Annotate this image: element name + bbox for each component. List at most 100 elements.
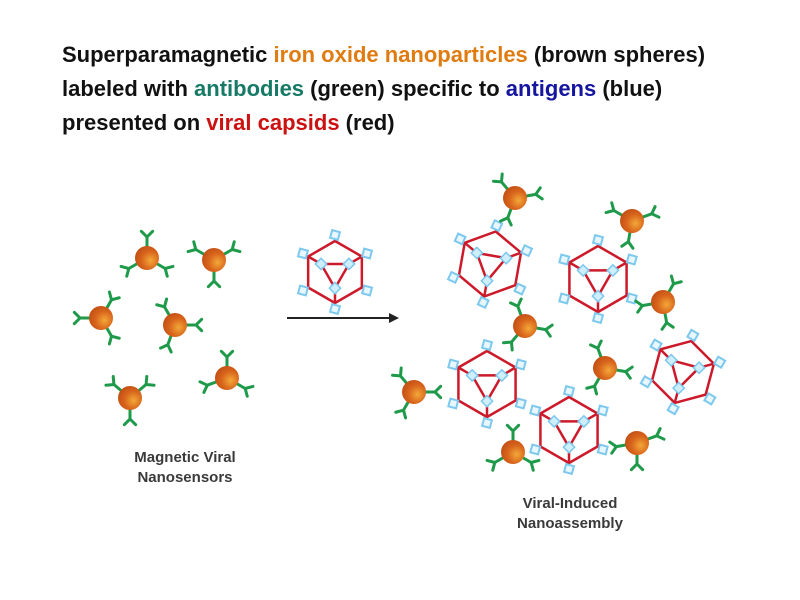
magnetic-nanoparticle <box>72 290 121 346</box>
antigen <box>562 440 576 454</box>
slide-title: Superparamagnetic iron oxide nanoparticl… <box>62 38 762 140</box>
label-viral-induced-nanoassembly: Viral-Induced Nanoassembly <box>470 494 670 534</box>
antibody-arm <box>111 375 116 387</box>
magnetic-nanoparticle <box>485 423 541 472</box>
title-text: (brown spheres) labeled with <box>62 42 706 101</box>
antigen <box>480 338 494 352</box>
capsid-inner-face <box>475 251 508 283</box>
antigen <box>562 384 576 398</box>
antigen <box>671 381 686 395</box>
antigen <box>596 404 609 417</box>
iron-oxide-sphere <box>135 246 159 270</box>
antibody-arm <box>198 380 209 387</box>
antigen <box>591 233 605 247</box>
antibody-arm <box>144 383 156 387</box>
antigen <box>625 292 638 305</box>
magnetic-nanoparticle <box>104 375 156 427</box>
label-line: Viral-Induced <box>522 495 618 512</box>
antigen <box>296 284 310 297</box>
antigen <box>328 281 342 295</box>
antigen <box>360 284 374 297</box>
magnetic-nanoparticle <box>604 201 661 250</box>
nanoparticles-layer <box>72 172 683 472</box>
capsid-inner-face <box>319 262 351 290</box>
antibody-arm <box>516 297 523 308</box>
label-line: Nanosensors <box>137 469 233 486</box>
antibody-arm <box>485 458 497 464</box>
antibody-arm <box>192 240 198 251</box>
antibody-arm <box>624 370 632 380</box>
antibody-arm <box>500 172 504 184</box>
magnetic-nanoparticle <box>391 366 443 420</box>
antigen <box>480 394 494 408</box>
antibody-arm <box>629 462 639 472</box>
title-highlight-viral-capsids: viral capsids <box>206 110 340 135</box>
antigen <box>703 392 717 406</box>
iron-oxide-sphere <box>651 290 675 314</box>
antibody-arm <box>119 264 131 270</box>
iron-oxide-sphere <box>402 380 426 404</box>
antigen <box>666 401 680 416</box>
capsid-inner-face <box>470 374 504 403</box>
iron-oxide-sphere <box>202 248 226 272</box>
antibody-arm <box>225 349 235 359</box>
antigen <box>596 443 609 456</box>
antigen <box>558 253 571 266</box>
antibody-arm <box>122 417 132 427</box>
title-text: Superparamagnetic <box>62 42 274 67</box>
antigen <box>476 295 490 310</box>
antigen <box>513 282 527 296</box>
antibody-arm <box>650 212 661 219</box>
magnetic-nanoparticle <box>119 229 175 278</box>
iron-oxide-sphere <box>625 431 649 455</box>
antigen <box>529 404 542 417</box>
antibody-arm <box>620 240 630 248</box>
magnetic-nanoparticle <box>155 297 204 354</box>
antigen <box>490 218 504 233</box>
antigen <box>576 263 590 278</box>
antibody-arm <box>243 387 249 398</box>
title-text: (blue) presented on <box>62 76 663 135</box>
antigen <box>480 274 494 288</box>
capsid-inner-face <box>581 269 615 298</box>
magnetic-nanoparticle <box>198 349 255 398</box>
antibody-arm <box>511 423 521 433</box>
antigen <box>499 251 513 265</box>
label-magnetic-viral-nanosensors: Magnetic Viral Nanosensors <box>85 448 285 488</box>
antigen <box>514 397 527 410</box>
iron-oxide-sphere <box>503 186 527 210</box>
title-highlight-antigens: antigens <box>505 76 597 101</box>
antigen <box>529 443 542 456</box>
label-line: Nanoassembly <box>517 515 623 532</box>
antigen <box>360 247 374 260</box>
antigen <box>470 246 484 260</box>
viral-capsid <box>639 328 727 416</box>
antigen <box>686 328 700 343</box>
antigen <box>328 228 342 242</box>
antigen <box>562 462 576 476</box>
antibody-arm <box>145 229 155 239</box>
antigen <box>639 375 654 389</box>
antigen <box>328 302 342 316</box>
antibody-arm <box>433 390 443 400</box>
antibody-arm <box>529 461 535 472</box>
viral-capsid <box>558 233 638 325</box>
title-text: (red) <box>339 110 395 135</box>
antigen <box>577 414 591 429</box>
antigen <box>296 247 310 260</box>
antibody-arm <box>230 248 242 254</box>
antibody-arm <box>672 280 683 286</box>
antigen <box>480 416 494 430</box>
antibody-arm <box>107 334 113 346</box>
antigen <box>591 311 605 325</box>
antigen <box>520 244 534 258</box>
capsid-outline <box>457 230 523 298</box>
antibody-arm <box>110 296 121 302</box>
iron-oxide-sphere <box>89 306 113 330</box>
viral-capsid <box>446 218 534 310</box>
antigen <box>342 257 356 271</box>
magnetic-nanoparticle <box>634 274 683 331</box>
iron-oxide-sphere <box>620 209 644 233</box>
antibody-arm <box>194 323 204 333</box>
iron-oxide-sphere <box>215 366 239 390</box>
